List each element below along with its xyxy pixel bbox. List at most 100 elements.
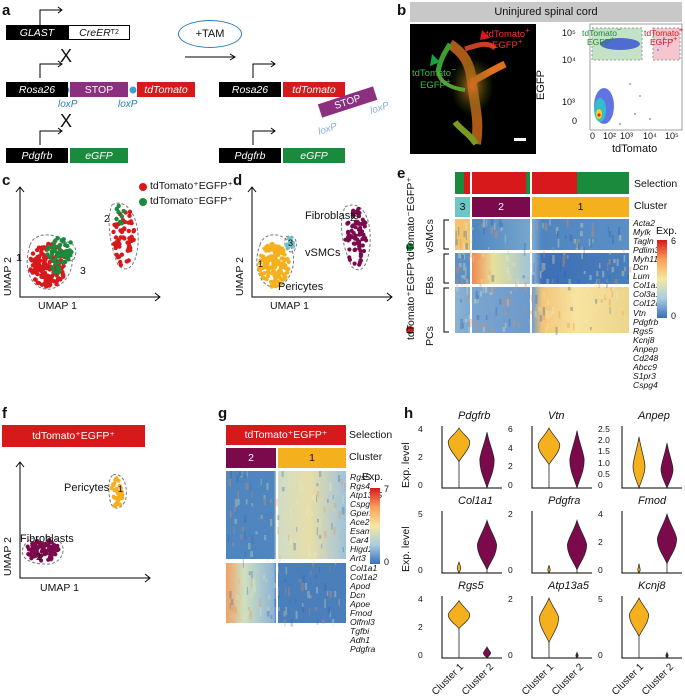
heatmap-cell — [290, 511, 292, 518]
g-exp-max: 7 — [384, 484, 390, 494]
violin-ytick: 0 — [418, 480, 423, 490]
h-ylabel-row1: Exp. level — [400, 442, 412, 488]
umap-point — [258, 258, 263, 263]
heatmap-cell — [477, 255, 480, 260]
heatmap-cell — [238, 579, 240, 584]
heatmap-cell — [621, 271, 625, 277]
heatmap-cell — [539, 271, 542, 279]
violin-body — [483, 645, 491, 659]
creer-sup: T2 — [110, 29, 119, 36]
legend-c-green: tdTomato⁻EGFP⁺ — [150, 195, 233, 207]
heatmap-cell — [237, 491, 239, 500]
umap-point — [51, 279, 57, 284]
heatmap-cell — [234, 499, 238, 508]
umap-point — [351, 213, 356, 218]
heatmap-cell — [572, 323, 575, 331]
heatmap-cell — [246, 611, 250, 615]
umap-point — [358, 248, 363, 254]
heatmap-cell — [494, 231, 498, 239]
heatmap-cell — [243, 515, 247, 523]
heatmap-cell — [277, 591, 280, 599]
heatmap-cell — [469, 319, 473, 324]
e-gene: Col12a1 — [633, 298, 666, 308]
violin-body — [575, 651, 579, 659]
heatmap-cell — [228, 471, 230, 479]
umap-point — [125, 240, 130, 245]
heatmap-cell — [327, 607, 331, 614]
heatmap-cell — [587, 283, 590, 292]
heatmap-cell — [599, 263, 601, 269]
heatmap-cell — [546, 311, 549, 319]
umap-point — [56, 547, 61, 552]
violin-ytick: 4 — [418, 424, 423, 434]
umap-point — [37, 254, 42, 259]
heatmap-cell — [455, 231, 457, 239]
panel-f-label: f — [2, 405, 7, 422]
flow-xtick-5: 10⁵ — [665, 131, 679, 141]
heatmap-cell — [462, 255, 465, 259]
heatmap-cell — [312, 495, 315, 501]
e-sel-seg-2 — [464, 172, 470, 194]
heatmap-cell — [331, 619, 335, 627]
umap-point — [349, 228, 354, 233]
umap-point — [64, 251, 69, 257]
g-gene: Adh1 — [350, 635, 371, 645]
heatmap-cell — [607, 227, 609, 233]
umap-point — [40, 273, 45, 279]
g-gene: Higd1b — [350, 544, 378, 554]
heatmap-cell — [469, 319, 472, 328]
heatmap-cell — [546, 299, 550, 306]
heatmap-cell — [489, 271, 491, 276]
heatmap-cell — [311, 563, 315, 567]
umap-point — [65, 243, 70, 249]
heatmap-cell — [614, 279, 618, 285]
heatmap-cell — [523, 247, 526, 256]
creer-text: CreER — [79, 26, 111, 39]
heatmap-cell — [316, 527, 318, 536]
heatmap-cell — [456, 287, 459, 292]
umap-point — [361, 248, 367, 254]
heatmap-cell — [539, 315, 542, 322]
e-gene: Myh11 — [633, 254, 659, 264]
violin-svg — [531, 426, 592, 490]
umap-point — [119, 214, 125, 219]
umap-point — [49, 274, 55, 279]
umap-point — [50, 265, 55, 270]
umap-point — [38, 258, 43, 263]
tdtomato-box-recombined: tdTomato — [283, 82, 345, 97]
heatmap-cell — [535, 283, 539, 288]
heatmap-cell — [329, 567, 331, 571]
heatmap-cell — [295, 611, 298, 619]
umap-point — [262, 276, 267, 281]
violin-ytick: 0 — [508, 480, 513, 490]
heatmap-cell — [507, 247, 509, 255]
heatmap-cell — [263, 499, 266, 506]
umap-point — [35, 546, 40, 552]
heatmap-cell — [306, 507, 309, 516]
heatmap-cell — [245, 499, 248, 505]
umap-point — [277, 282, 282, 288]
heatmap-cell — [334, 503, 337, 509]
heatmap-cell — [577, 239, 580, 243]
heatmap-cell — [300, 483, 303, 492]
heatmap-cell — [493, 223, 496, 230]
umap-point — [362, 224, 367, 229]
heatmap-cell — [538, 279, 540, 286]
tdtomato-box: tdTomato — [137, 82, 195, 97]
umap-point — [31, 553, 36, 558]
heatmap-cell — [236, 475, 239, 483]
umap-point — [41, 541, 46, 547]
heatmap-cell — [486, 219, 488, 227]
heatmap-cell — [237, 499, 240, 506]
heatmap-cell — [590, 327, 592, 331]
heatmap-cell — [252, 579, 256, 588]
heatmap-cell — [233, 527, 235, 535]
heatmap-cell — [296, 527, 298, 532]
heatmap-cell — [460, 299, 462, 303]
legend-c-red: tdTomato⁺EGFP⁺ — [150, 180, 233, 192]
umap-point — [352, 261, 357, 266]
umap-point — [361, 233, 366, 238]
heatmap-cell — [476, 323, 478, 332]
e-gene: S1pr3 — [633, 371, 656, 381]
violin-ytick: 0 — [508, 650, 513, 660]
